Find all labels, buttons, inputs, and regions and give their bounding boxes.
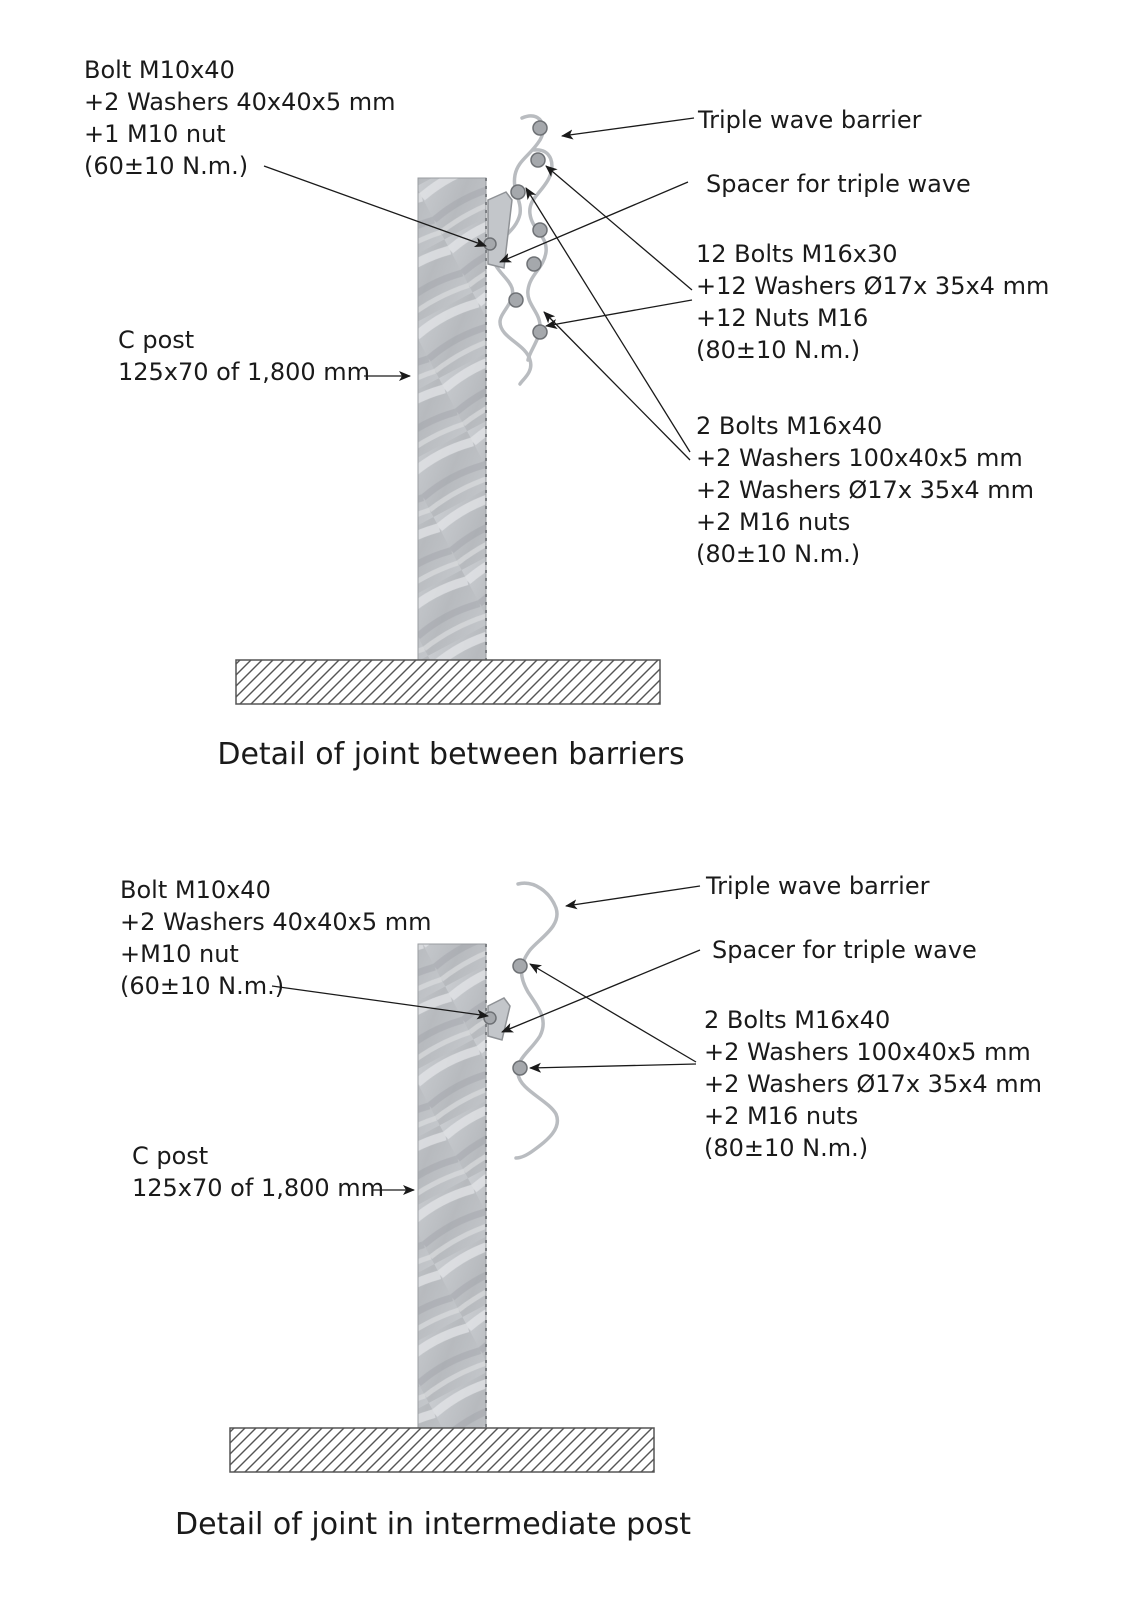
triple-wave-barrier-label: Triple wave barrier <box>697 106 922 134</box>
spacer <box>487 191 513 269</box>
ground-hatch <box>229 1427 655 1473</box>
c-post-label: C post 125x70 of 1,800 mm <box>132 1142 384 1202</box>
spacer-label: Spacer for triple wave <box>706 170 971 198</box>
c-post <box>417 943 487 1429</box>
spacer-label: Spacer for triple wave <box>712 936 977 964</box>
diagram-joint-intermediate-post: Bolt M10x40 +2 Washers 40x40x5 mm +M10 n… <box>120 872 1050 1542</box>
spacer <box>487 997 511 1041</box>
leader-lines <box>263 117 695 461</box>
bolts-m16x40-label: 2 Bolts M16x40 +2 Washers 100x40x5 mm +2… <box>704 1006 1050 1162</box>
c-post <box>417 177 487 661</box>
diagram-caption: Detail of joint in intermediate post <box>175 1507 691 1542</box>
bolt-m10-label: Bolt M10x40 +2 Washers 40x40x5 mm +M10 n… <box>120 876 439 1000</box>
leader-lines <box>271 885 701 1195</box>
bolt-heads <box>483 958 528 1076</box>
triple-wave-barrier-label: Triple wave barrier <box>705 872 930 900</box>
bolts-m16x40-label: 2 Bolts M16x40 +2 Washers 100x40x5 mm +2… <box>696 412 1042 568</box>
triple-wave-barrier <box>514 881 560 1160</box>
bolt-m10-label: Bolt M10x40 +2 Washers 40x40x5 mm +1 M10… <box>84 56 403 180</box>
diagram-joint-between-barriers: Bolt M10x40 +2 Washers 40x40x5 mm +1 M10… <box>84 56 1057 772</box>
diagram-caption: Detail of joint between barriers <box>217 737 684 772</box>
bolt-heads <box>483 120 548 340</box>
c-post-label: C post 125x70 of 1,800 mm <box>118 326 370 386</box>
bolts-m16x30-label: 12 Bolts M16x30 +12 Washers Ø17x 35x4 mm… <box>696 240 1057 364</box>
ground-hatch <box>235 659 661 705</box>
